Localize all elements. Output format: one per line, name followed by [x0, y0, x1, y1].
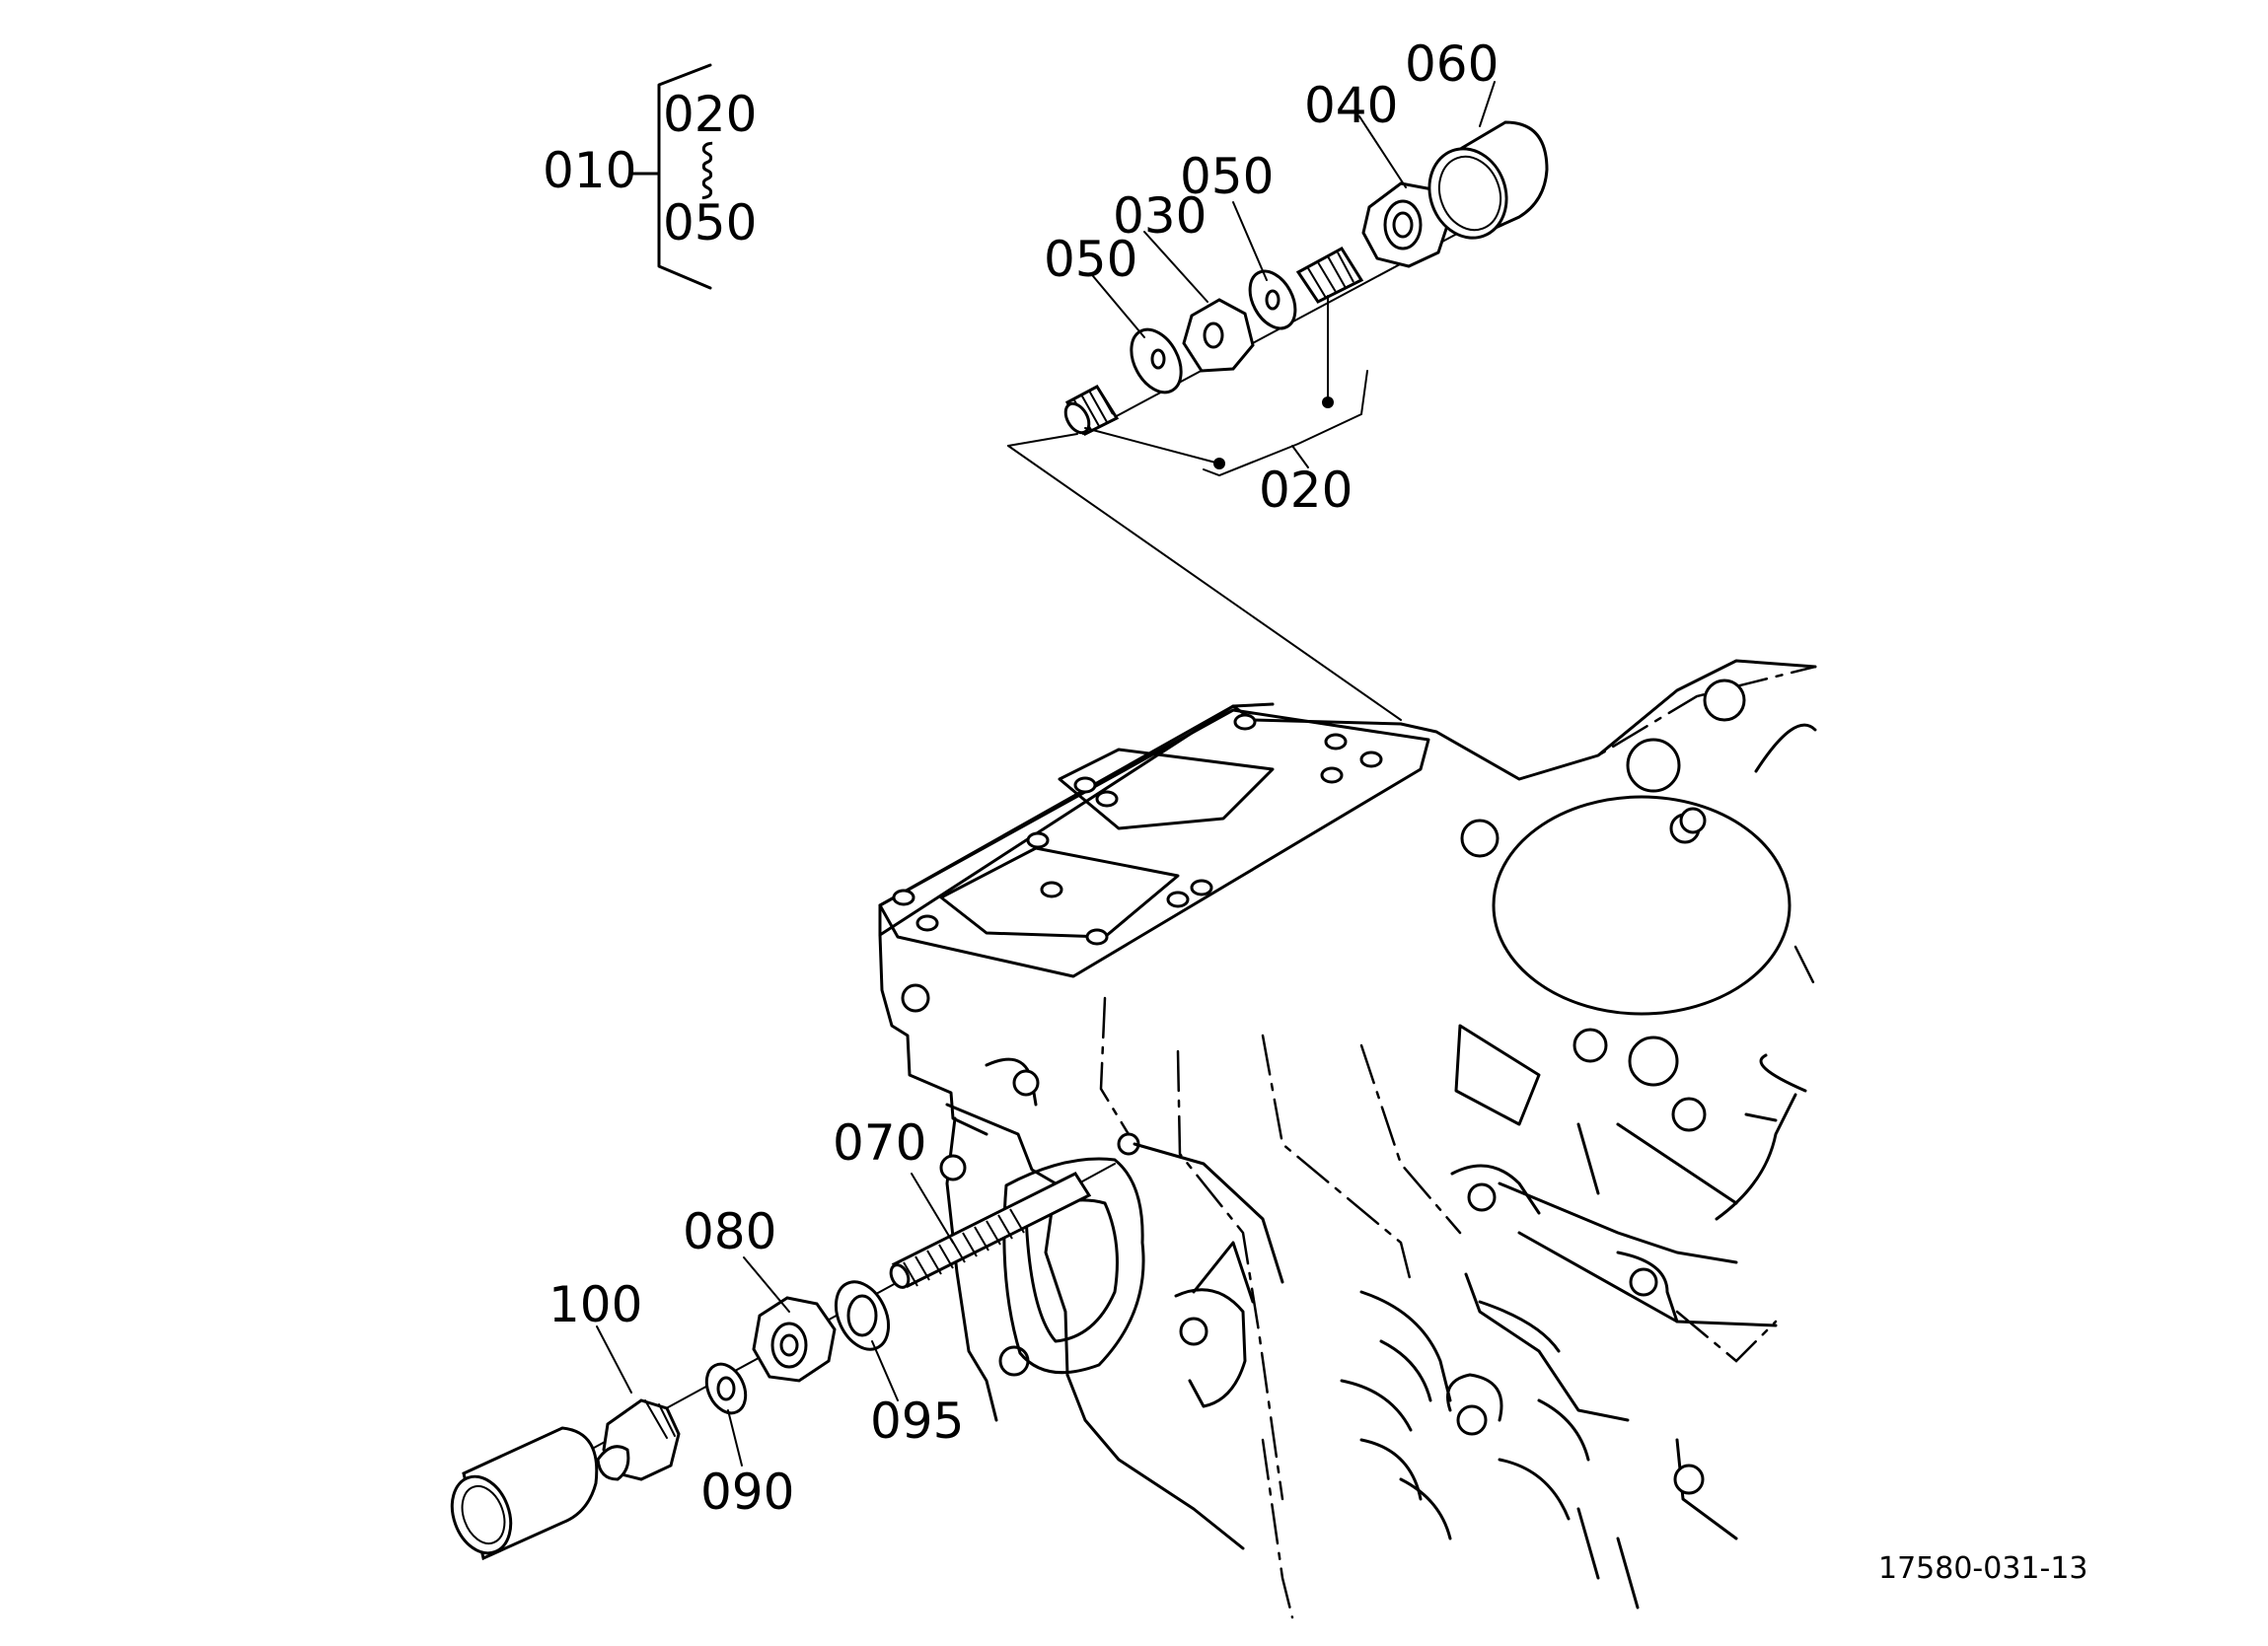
callout-060[interactable]: 060: [1405, 36, 1499, 93]
guide-line-upper: [1007, 433, 1078, 447]
sleeve-060: [1427, 120, 1549, 240]
legend-bracket: [657, 63, 712, 290]
gear-mount-face: [1002, 1157, 1145, 1375]
leader-090: [727, 1409, 743, 1467]
ref-dot-lower: [1213, 458, 1225, 469]
washer-050-lower: [1130, 327, 1183, 394]
callout-080[interactable]: 080: [683, 1203, 776, 1260]
washer-050-upper: [1248, 269, 1297, 330]
guide-line-to-block: [1007, 445, 1402, 721]
leader-040: [1358, 115, 1407, 188]
callout-100[interactable]: 100: [549, 1276, 642, 1333]
ref-dot-upper: [1322, 396, 1334, 408]
callout-095[interactable]: 095: [870, 1393, 964, 1450]
assembly-range-symbol: ⸾: [698, 138, 716, 200]
engine-block: [878, 659, 1817, 1619]
sleeve-100-outer: [450, 1426, 599, 1561]
deck-bolt-holes: [892, 713, 1383, 946]
ref-line-stud-lower: [1084, 427, 1220, 465]
assembly-range-start: 020: [663, 86, 757, 143]
leader-060: [1479, 81, 1496, 127]
leader-095: [871, 1340, 899, 1401]
leader-050-lower: [1092, 275, 1145, 338]
leader-030: [1143, 231, 1208, 303]
lower-assembly: [450, 1163, 1116, 1561]
stud-070: [889, 1172, 1092, 1289]
callout-020[interactable]: 020: [1259, 462, 1353, 519]
callout-050-lower[interactable]: 050: [1044, 231, 1137, 288]
nut-080: [752, 1296, 837, 1383]
callout-040[interactable]: 040: [1304, 77, 1398, 134]
assembly-legend: 010 020 ⸾ 050: [543, 63, 757, 290]
assembly-parent-label: 010: [543, 142, 636, 199]
leader-070: [911, 1173, 954, 1244]
callout-070[interactable]: 070: [833, 1114, 926, 1172]
leader-050-upper: [1232, 201, 1268, 281]
cap-nut-100: [596, 1398, 681, 1481]
assembly-range-end: 050: [663, 194, 757, 251]
upper-assembly: [1007, 81, 1549, 721]
ref-bracket-020: [1203, 370, 1368, 477]
leader-080: [743, 1256, 790, 1313]
head-bolt-holes: [1460, 679, 1746, 1132]
drawing-number: 17580-031-13: [1878, 1551, 2088, 1586]
callout-050-upper[interactable]: 050: [1180, 148, 1274, 205]
stud-020-lower: [1063, 385, 1120, 436]
washer-090: [704, 1362, 748, 1415]
leader-100: [596, 1325, 632, 1394]
callout-090[interactable]: 090: [700, 1464, 794, 1521]
cap-nut-040: [1361, 181, 1452, 268]
callout-030[interactable]: 030: [1113, 187, 1207, 245]
callouts: 060 040 050 030 050 020 070 080 100 095 …: [549, 36, 1499, 1521]
leader-020: [1291, 445, 1309, 468]
stud-020-upper: [1295, 247, 1364, 304]
nut-030: [1182, 298, 1255, 373]
cylinder-bore: [1492, 795, 1792, 1016]
washer-095: [834, 1280, 891, 1351]
